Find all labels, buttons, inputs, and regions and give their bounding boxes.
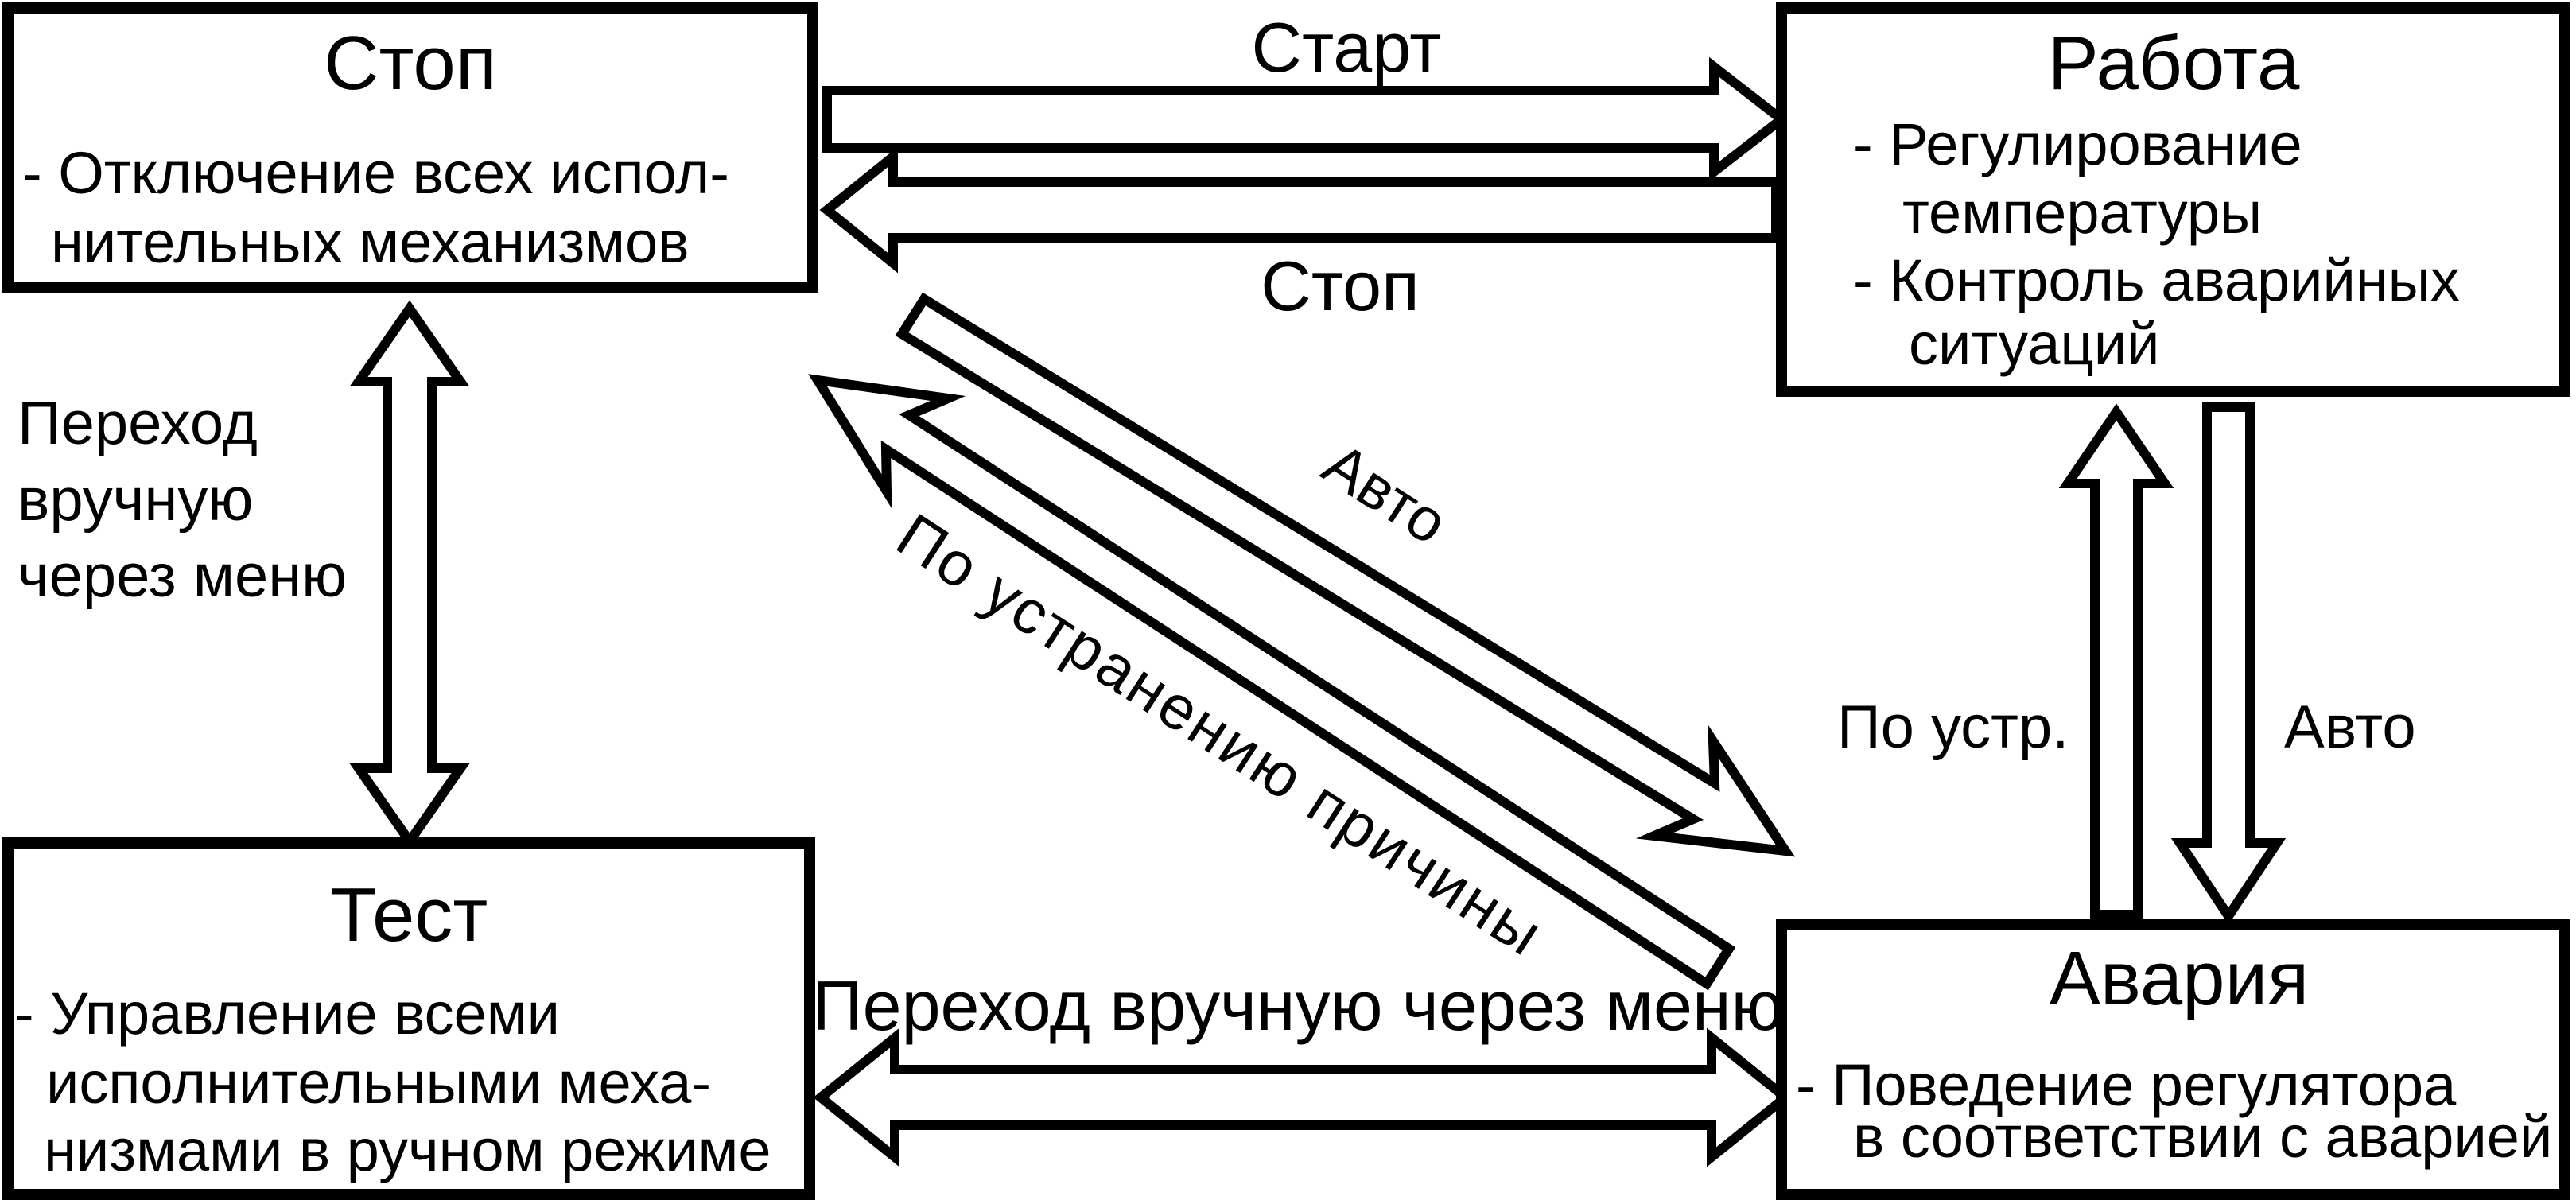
state-work: Работа - Регулирование температуры - Кон… <box>1776 2 2570 397</box>
state-alarm-line: - Поведение регулятора <box>1796 1052 2457 1118</box>
arrow-manual-test-alarm <box>813 1027 1793 1167</box>
state-work-box <box>1776 2 2570 397</box>
state-test: Тест - Управление всеми исполнительными … <box>2 837 815 1200</box>
arrow-stop-work-to-stop <box>819 146 1781 274</box>
transition-label-manual-menu-left-line: вручную <box>17 466 253 534</box>
transition-label-manual-menu-left-line: Переход <box>17 390 258 457</box>
state-work-line: ситуаций <box>1909 311 2159 377</box>
arrow-removal-alarm-to-work <box>2058 403 2174 919</box>
state-stop-box <box>2 2 818 293</box>
arrow-manual-stop-test <box>349 300 470 850</box>
state-test-box <box>2 837 815 1200</box>
transition-label-stop: Стоп <box>1261 247 1419 325</box>
arrow-start-stop-to-work <box>822 56 1789 182</box>
transition-label-manual-menu-left-line: через меню <box>17 542 347 610</box>
arrow-auto-stop-to-alarm <box>895 292 1796 857</box>
state-stop-line: - Отключение всех испол- <box>22 140 729 206</box>
state-alarm-line: в соответствии с аварией <box>1853 1104 2552 1170</box>
transition-label-manual-menu-left: Переход вручную через меню <box>17 390 347 610</box>
transition-label-manual-menu-bottom: Переход вручную через меню <box>812 966 1783 1045</box>
transition-label-auto-vertical: Авто <box>2284 693 2416 761</box>
state-work-line: - Регулирование <box>1853 111 2302 177</box>
arrow-auto-work-to-alarm <box>2170 402 2287 925</box>
state-test-line: низмами в ручном режиме <box>44 1117 771 1183</box>
state-alarm-box <box>1776 919 2570 1200</box>
state-stop-title: Стоп <box>324 21 497 106</box>
state-alarm: Авария - Поведение регулятора в соответс… <box>1776 919 2570 1200</box>
state-test-title: Тест <box>330 872 488 957</box>
state-alarm-title: Авария <box>2050 936 2309 1021</box>
transition-label-cause-removed: По устранению причины <box>885 499 1556 969</box>
state-test-line: исполнительными меха- <box>46 1050 711 1116</box>
transition-label-on-removal-short: По устр. <box>1837 693 2069 761</box>
transition-label-auto-diagonal: Авто <box>1311 430 1459 558</box>
state-work-line: температуры <box>1902 180 2262 246</box>
arrow-cause-removed-alarm-to-stop <box>808 374 1736 991</box>
state-stop: Стоп - Отключение всех испол- нительных … <box>2 2 818 293</box>
state-work-title: Работа <box>2048 21 2300 106</box>
state-test-line: - Управление всеми <box>14 981 560 1047</box>
state-work-line: - Контроль аварийных <box>1853 247 2460 313</box>
state-stop-line: нительных механизмов <box>51 209 690 275</box>
transition-label-start: Старт <box>1251 8 1441 87</box>
